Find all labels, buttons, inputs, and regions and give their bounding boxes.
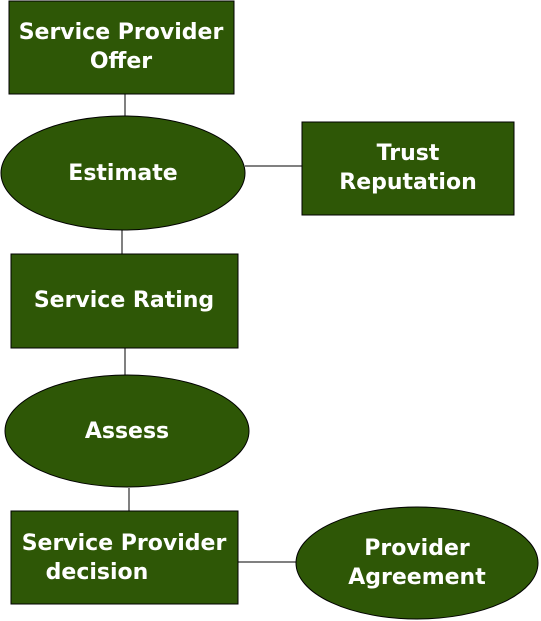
trust-reputation-line-1: Trust [377, 141, 440, 166]
node-assess: Assess [4, 374, 250, 488]
trust-reputation-box [301, 121, 515, 216]
estimate-ellipse [0, 115, 246, 231]
service-provider-offer-line-1: Service Provider [19, 20, 224, 45]
node-service-provider-offer: Service Provider Offer [8, 0, 235, 95]
provider-agreement-line-1: Provider [364, 536, 470, 561]
estimate-label: Estimate [68, 161, 177, 186]
node-provider-agreement: Provider Agreement [295, 506, 539, 620]
node-service-rating: Service Rating [10, 253, 239, 349]
provider-agreement-line-2: Agreement [348, 565, 486, 590]
provider-agreement-ellipse [295, 506, 539, 620]
service-provider-decision-line-1: Service Provider [22, 531, 227, 556]
service-provider-decision-line-2: decision [46, 560, 149, 585]
assess-ellipse [4, 374, 250, 488]
trust-reputation-line-2: Reputation [339, 170, 476, 195]
service-provider-decision-box [10, 510, 239, 605]
node-estimate: Estimate [0, 115, 246, 231]
service-rating-box [10, 253, 239, 349]
node-trust-reputation: Trust Reputation [301, 121, 515, 216]
service-rating-label: Service Rating [34, 288, 214, 313]
assess-label: Assess [85, 419, 169, 444]
node-service-provider-decision: Service Provider decision [10, 510, 239, 605]
service-provider-offer-line-2: Offer [90, 49, 152, 74]
service-provider-offer-box [8, 0, 235, 95]
